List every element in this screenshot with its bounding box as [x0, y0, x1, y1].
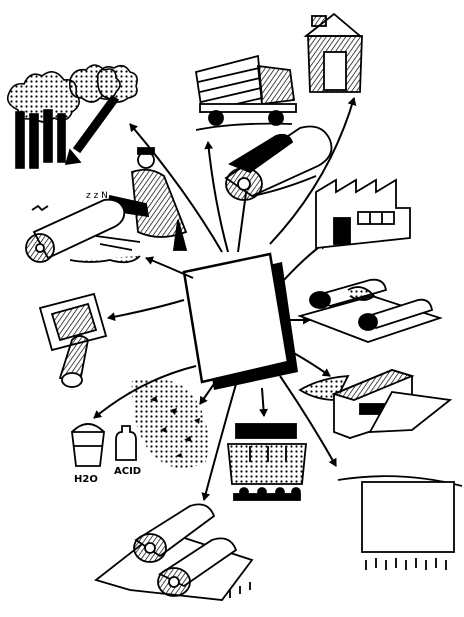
central-paper-sheet [184, 254, 298, 390]
arrow-to-chips [200, 384, 214, 404]
rollers-board-illustration [300, 280, 440, 342]
arrow-to-vat [262, 388, 264, 416]
logs-pile-illustration [226, 127, 332, 201]
paper-machine-rollers-illustration [96, 504, 252, 600]
water-label: H2O [74, 474, 98, 485]
forest-trees-illustration [8, 65, 137, 168]
factory-illustration [316, 180, 410, 248]
acid-label: ACID [114, 466, 141, 477]
heated-vat-illustration [228, 424, 306, 500]
warehouse-illustration [306, 14, 362, 92]
water-bucket-icon [72, 432, 104, 466]
frame-roll-illustration [40, 294, 106, 387]
logging-truck-illustration [196, 56, 296, 130]
acid-bottle-icon [116, 426, 136, 460]
chemicals-illustration: H2O ACID [72, 424, 141, 485]
press-machine-illustration [300, 370, 450, 438]
arrow-to-logging [146, 258, 193, 278]
drying-paper-illustration [338, 476, 462, 570]
arrow-to-frame [108, 300, 184, 318]
svg-text:z z N: z z N [86, 191, 108, 201]
arrow-to-press [292, 352, 330, 376]
wood-chips-illustration [132, 378, 209, 468]
